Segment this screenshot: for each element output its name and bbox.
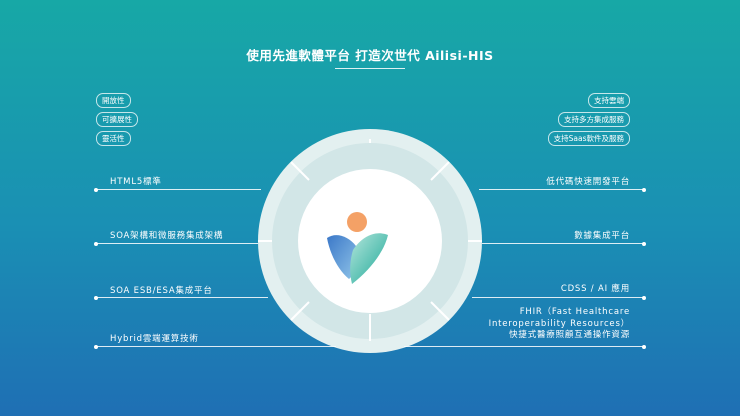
feature-fhir: FHIR（Fast Healthcare Interoperability Re… xyxy=(489,307,630,342)
connector-dot xyxy=(642,295,646,300)
feature-soa-microservices: SOA架構和微服務集成架構 xyxy=(110,231,224,241)
ring-dividers xyxy=(258,139,482,341)
connector-line xyxy=(96,189,261,190)
feature-data-integration: 數據集成平台 xyxy=(574,231,630,241)
connector-dot xyxy=(94,295,98,300)
connector-line xyxy=(96,346,336,347)
connector-dot xyxy=(94,344,98,349)
tag-flexibility: 靈活性 xyxy=(96,131,131,146)
feature-fhir-line1: FHIR（Fast Healthcare xyxy=(519,307,630,317)
connector-line xyxy=(482,243,644,244)
connector-dot xyxy=(94,187,98,192)
connector-line xyxy=(479,189,644,190)
feature-fhir-line2: Interoperability Resources） xyxy=(488,318,630,329)
connector-line xyxy=(96,243,258,244)
connector-line xyxy=(96,297,268,298)
connector-dot xyxy=(642,344,646,349)
feature-soa-esb: SOA ESB/ESA集成平台 xyxy=(110,286,213,296)
logo-person-heart-icon xyxy=(327,212,388,284)
feature-cdss-ai: CDSS / AI 應用 xyxy=(560,284,630,294)
connector-dot xyxy=(642,241,646,246)
feature-fhir-line3: 快捷式醫療照顧互通操作資源 xyxy=(509,330,630,340)
feature-html5: HTML5標準 xyxy=(110,177,162,187)
connector-dot xyxy=(642,187,646,192)
page-title: 使用先進軟體平台 打造次世代 Ailisi-HIS xyxy=(246,48,494,63)
connector-dot xyxy=(94,241,98,246)
tag-openness: 開放性 xyxy=(96,93,131,108)
connector-line xyxy=(472,297,644,298)
tag-saas-support: 支持Saas軟件及服務 xyxy=(547,131,630,146)
feature-low-code: 低代碼快速開發平台 xyxy=(546,177,630,187)
tag-scalability: 可擴展性 xyxy=(96,112,138,127)
tag-cloud-support: 支持雲端 xyxy=(588,93,630,108)
title-underline xyxy=(335,68,405,69)
feature-hybrid-cloud: Hybrid雲端運算技術 xyxy=(110,334,199,344)
connector-line xyxy=(404,346,644,347)
tag-multi-integration: 支持多方集成服務 xyxy=(558,112,630,127)
